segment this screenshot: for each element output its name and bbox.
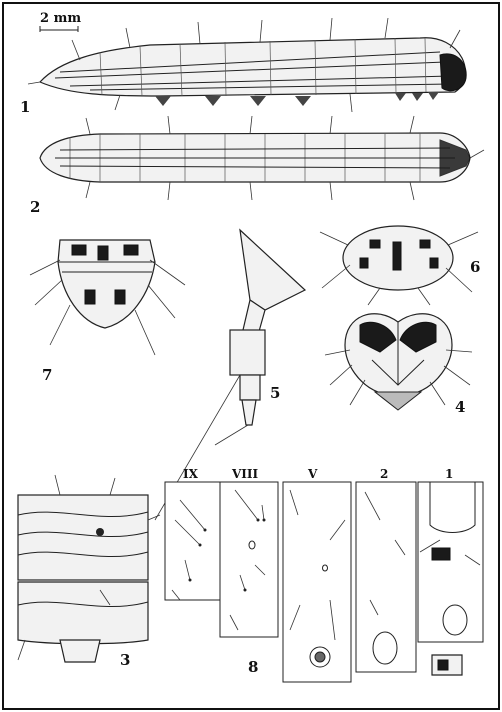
figure-label-1: 1: [20, 98, 30, 116]
figure-label-6: 6: [470, 258, 480, 276]
figure-label-4: 4: [455, 398, 465, 416]
anal-shield-drawing: [29, 239, 186, 356]
figure-label-8: 8: [248, 658, 258, 676]
segment-label-1: 1: [445, 467, 453, 481]
segment-label-viii: VIII: [231, 467, 259, 481]
abdominal-segment-drawing: [17, 474, 161, 663]
frontal-shield-drawing: [319, 225, 479, 306]
scale-bar: 2 mm: [39, 11, 81, 32]
setal-map-viii: [219, 481, 279, 638]
segment-label-ix: IX: [183, 467, 199, 481]
segment-label-2: 2: [380, 467, 388, 481]
figure-label-5: 5: [270, 384, 280, 402]
larva-dorsal-view: [39, 115, 485, 201]
figure-label-2: 2: [30, 198, 40, 216]
figure-label-7: 7: [42, 366, 52, 384]
antenna-drawing: [154, 228, 307, 521]
figure-label-3: 3: [120, 651, 130, 669]
setal-maps: [164, 481, 484, 683]
scale-bar-label: 2 mm: [40, 11, 81, 26]
larva-lateral-view: [27, 17, 467, 113]
setal-map-ix: [164, 481, 221, 601]
segment-label-v: V: [307, 467, 318, 481]
head-capsule-drawing: [324, 313, 473, 411]
